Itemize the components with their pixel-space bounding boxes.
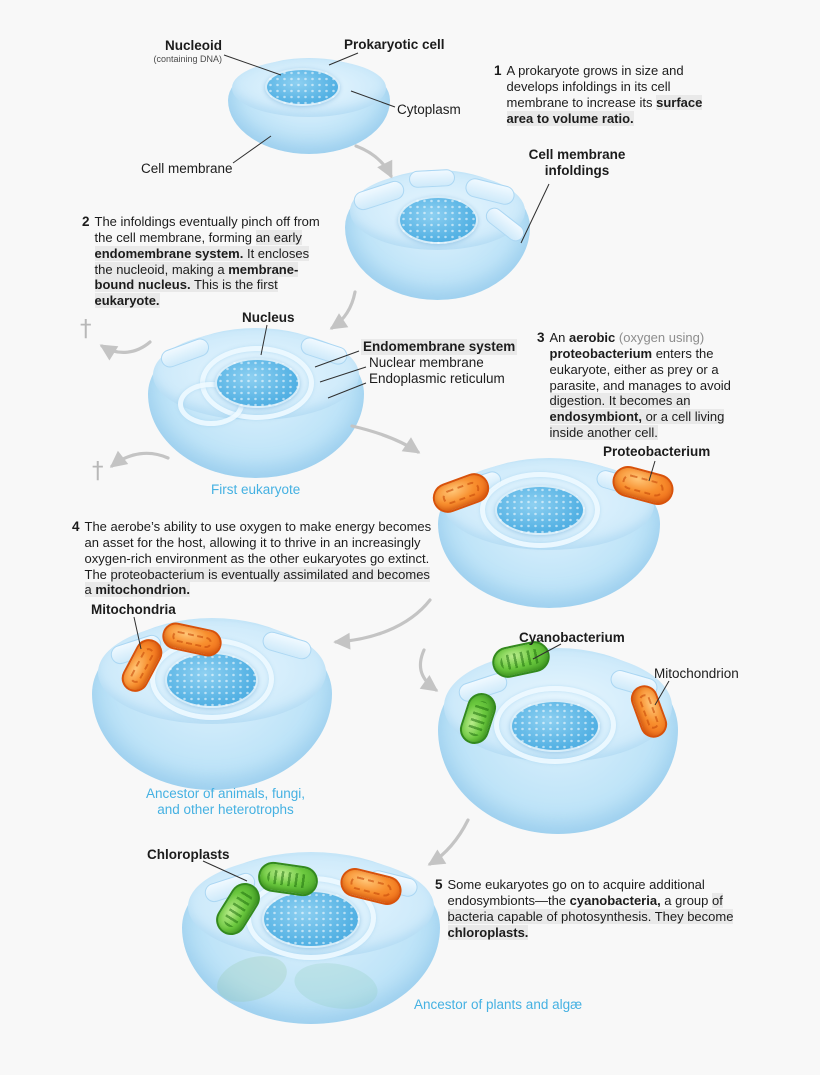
nucleoid-label-text: Nucleoid: [164, 38, 222, 53]
arrow-cell4-to-cell6: [418, 648, 439, 692]
nucleus-shape: [262, 890, 360, 948]
step-2: 2 The infoldings eventually pinch off fr…: [82, 214, 322, 309]
nucleoid-shape: [265, 68, 340, 106]
mitochondrion-label: Mitochondrion: [654, 666, 739, 681]
eukaryote-with-cyanobacterium-illustration: [438, 638, 678, 834]
ancestor-plants-label: Ancestor of plants and algæ: [414, 997, 583, 1012]
step-3: 3 An aerobic (oxygen using) proteobacter…: [537, 330, 749, 441]
proteobacterium-label: Proteobacterium: [603, 444, 711, 459]
step-5: 5 Some eukaryotes go on to acquire addit…: [435, 877, 740, 940]
plant-ancestor-illustration: [182, 852, 440, 1024]
nucleus-shape: [495, 485, 585, 535]
endomembrane-ring: [494, 686, 616, 764]
extinct-lineage-icon: †: [92, 458, 104, 484]
arrow-cell4-to-cell5: [333, 598, 432, 650]
step-3-number: 3: [537, 330, 545, 345]
endomembrane-system-label: Endomembrane system: [361, 339, 518, 355]
cytoplasm-label: Cytoplasm: [397, 102, 461, 117]
extinct-lineage-icon: †: [80, 316, 92, 342]
endomembrane-ring: [480, 472, 600, 548]
prokaryote-cell-illustration: [228, 58, 390, 154]
step-5-number: 5: [435, 877, 443, 892]
ancestor-heterotrophs-label: Ancestor of animals, fungi, and other he…: [145, 786, 306, 817]
endoplasmic-reticulum-label: Endoplasmic reticulum: [369, 371, 505, 386]
chloroplasts-label: Chloroplasts: [147, 847, 230, 862]
endomembrane-labels-group: Endomembrane system Nuclear membrane End…: [361, 339, 518, 387]
cell-membrane-label: Cell membrane: [141, 161, 233, 176]
step-3-text: An aerobic (oxygen using) proteobacteriu…: [549, 330, 731, 441]
cyanobacterium-label: Cyanobacterium: [519, 630, 625, 645]
nucleoid-sublabel: (containing DNA): [153, 53, 222, 64]
nucleus-label: Nucleus: [242, 310, 295, 325]
infolded-prokaryote-illustration: [345, 168, 530, 300]
step-2-number: 2: [82, 214, 90, 229]
cell-membrane-infoldings-label: Cell membrane infoldings: [528, 147, 626, 178]
step-1: 1 A prokaryote grows in size and develop…: [494, 63, 714, 126]
nuclear-membrane-label: Nuclear membrane: [369, 355, 484, 370]
prokaryotic-cell-label: Prokaryotic cell: [344, 37, 445, 52]
step-1-number: 1: [494, 63, 502, 78]
nucleoid-shape: [398, 196, 478, 244]
nucleoid-label: Nucleoid (containing DNA): [128, 38, 222, 65]
step-4-text: The aerobe’s ability to use oxygen to ma…: [84, 519, 432, 598]
nucleus-shape: [215, 358, 300, 408]
step-2-text: The infoldings eventually pinch off from…: [94, 214, 320, 309]
step-1-text: A prokaryote grows in size and develops …: [506, 63, 703, 126]
membrane-fold: [408, 168, 456, 189]
first-eukaryote-illustration: [148, 328, 364, 478]
step-4: 4 The aerobe’s ability to use oxygen to …: [72, 519, 432, 598]
eukaryote-with-proteobacterium-illustration: [428, 458, 677, 608]
step-5-text: Some eukaryotes go on to acquire additio…: [447, 877, 734, 940]
nucleus-shape: [165, 652, 258, 708]
arrow-extinct-lineage-top: [99, 340, 152, 361]
step-4-number: 4: [72, 519, 80, 534]
heterotroph-ancestor-illustration: [92, 618, 332, 790]
first-eukaryote-label: First eukaryote: [211, 482, 301, 497]
mitochondria-label: Mitochondria: [91, 602, 176, 617]
nucleus-shape: [510, 700, 600, 752]
